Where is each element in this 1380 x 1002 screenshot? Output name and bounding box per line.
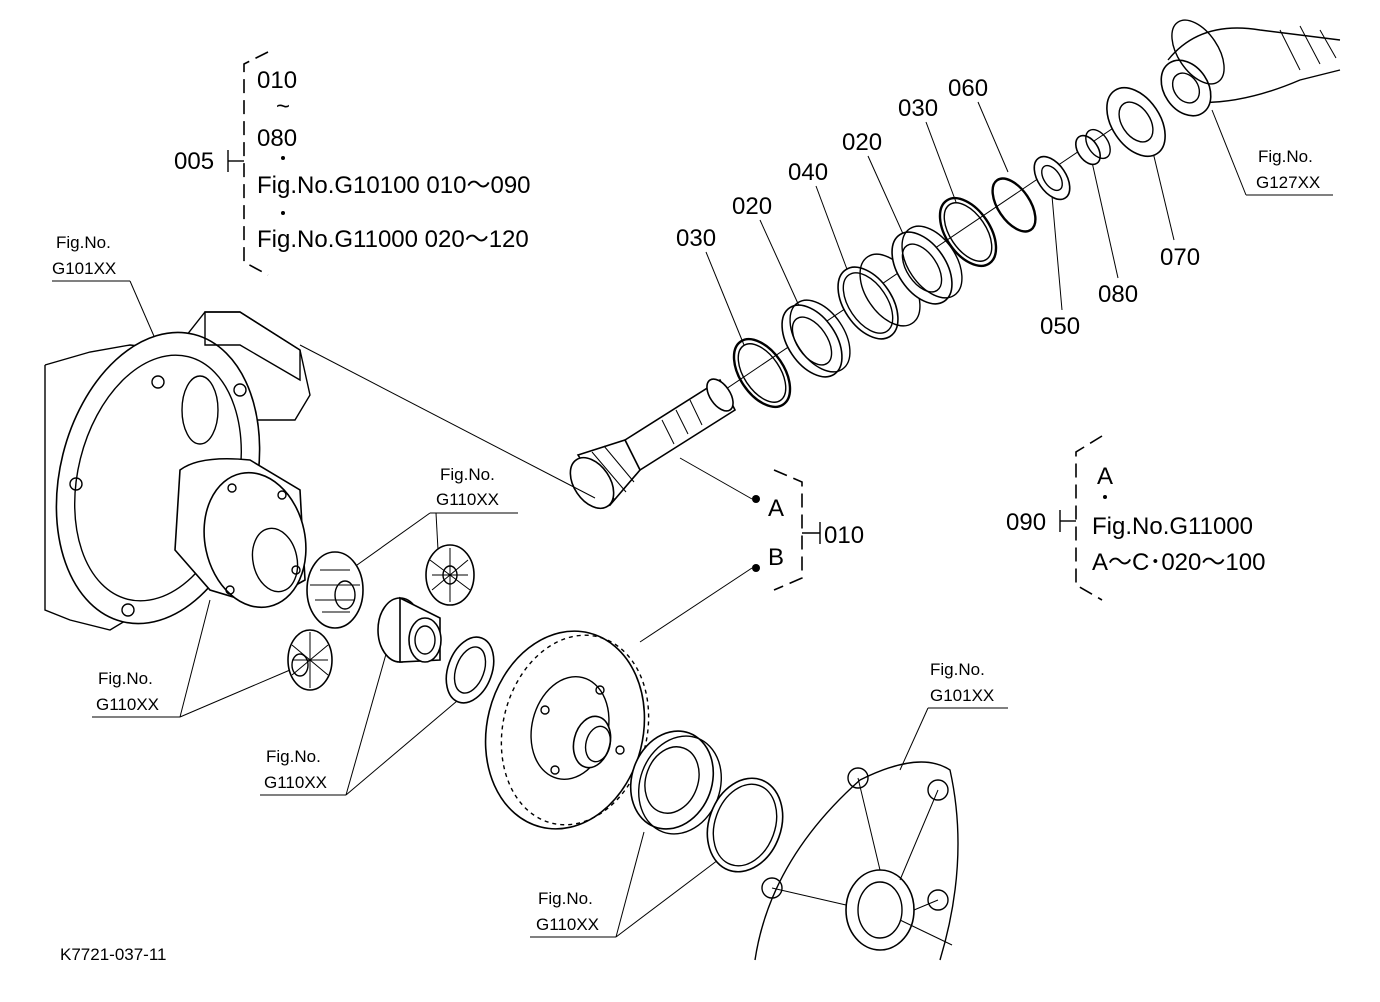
callout-080: 080 [1098,281,1138,308]
part-020-bearing-b [891,225,963,305]
part-pinion-shaft [569,378,737,510]
figref-g110-left: Fig.No. G110XX [92,599,291,718]
part-right-cover [754,761,959,961]
callout-070-group: 070 [1151,147,1200,271]
callout-080-group: 080 [1091,161,1138,308]
note-005-bracket [243,51,269,276]
leader-pinion-to-A [679,457,753,500]
note-010-a: A [768,495,784,522]
note-005-tilde: ~ [276,93,290,120]
note-005-group: 005 010 ~ 080 Fig.No.G10100 010～090 Fig.… [174,51,531,276]
part-070-oil-seal [1106,86,1166,158]
part-030-shim-b [938,196,998,268]
note-090-line3: A～C･020～100 [1092,549,1265,576]
svg-text:Fig.No.: Fig.No. [538,889,593,908]
callout-070: 070 [1160,244,1200,271]
note-010-group: 010 A B [752,469,864,591]
callout-040: 040 [788,159,828,186]
callout-040-group: 040 [788,159,849,273]
figref-g110-mid: Fig.No. G110XX [260,639,471,796]
part-side-gear-right [377,596,442,663]
callout-020-a-group: 020 [732,193,801,309]
callout-030-a-group: 030 [676,225,745,346]
note-010-b: B [768,544,784,571]
note-090-line2: Fig.No.G11000 [1092,513,1253,540]
part-differential-case [174,457,307,609]
callout-020-b: 020 [842,129,882,156]
note-005-line1: 010 [257,67,297,94]
part-lower-shim [706,777,784,873]
part-080-collar [1075,128,1111,166]
svg-text:G101XX: G101XX [52,259,116,278]
callout-030-b-group: 030 [898,95,957,203]
part-050-nut [1033,155,1071,201]
note-005-line3: Fig.No.G10100 010～090 [257,172,531,199]
callout-090: 090 [1006,509,1046,536]
part-ring-gear [484,630,650,830]
part-020-bearing-a [781,299,851,378]
note-005-line4: Fig.No.G11000 020～120 [257,226,529,253]
part-lower-bearing [629,730,722,835]
part-g127-shaft-housing [1160,19,1341,117]
figref-g101-bottom: Fig.No. G101XX [899,660,1008,771]
svg-text:G127XX: G127XX [1256,173,1320,192]
figref-g127: Fig.No. G127XX [1211,109,1333,196]
callout-005: 005 [174,148,214,175]
drawing-code: K7721-037-11 [60,945,167,964]
note-005-line2: 080 [257,125,297,152]
part-030-shim-a [732,337,792,409]
part-060-snap-ring [991,177,1037,233]
leader-gear-to-B [639,567,753,643]
callout-020-b-group: 020 [842,129,905,237]
figref-g110-bottom: Fig.No. G110XX [530,831,719,938]
svg-text:G101XX: G101XX [930,686,994,705]
svg-text:G110XX: G110XX [96,695,159,714]
svg-text:Fig.No.: Fig.No. [440,465,495,484]
note-090-group: 090 A Fig.No.G11000 A～C･020～100 [1006,435,1265,601]
svg-text:G110XX: G110XX [536,915,599,934]
svg-text:Fig.No.: Fig.No. [56,233,111,252]
callout-060: 060 [948,75,988,102]
callout-050: 050 [1040,313,1080,340]
svg-text:Fig.No.: Fig.No. [1258,147,1313,166]
svg-text:Fig.No.: Fig.No. [98,669,153,688]
callout-030-a: 030 [676,225,716,252]
svg-text:Fig.No.: Fig.No. [930,660,985,679]
callout-060-group: 060 [948,75,1009,173]
note-010-bracket [773,469,803,591]
callout-030-b: 030 [898,95,938,122]
callout-010: 010 [824,522,864,549]
part-pinion-gear-top [425,544,475,606]
note-090-bracket [1075,435,1103,601]
part-040-spacer [837,253,921,340]
svg-text:G110XX: G110XX [436,490,499,509]
figref-g101-top: Fig.No. G101XX [52,233,161,351]
callout-020-a: 020 [732,193,772,220]
note-090-line1: A [1097,463,1113,490]
part-pinion-gear-left [287,629,333,691]
part-side-gear-left [306,551,364,629]
svg-text:G110XX: G110XX [264,773,327,792]
part-thrust-washer [445,636,495,704]
leader-case-to-pinion [299,344,596,499]
figref-g110-top: Fig.No. G110XX [349,465,518,571]
callout-050-group: 050 [1040,195,1080,340]
svg-text:Fig.No.: Fig.No. [266,747,321,766]
